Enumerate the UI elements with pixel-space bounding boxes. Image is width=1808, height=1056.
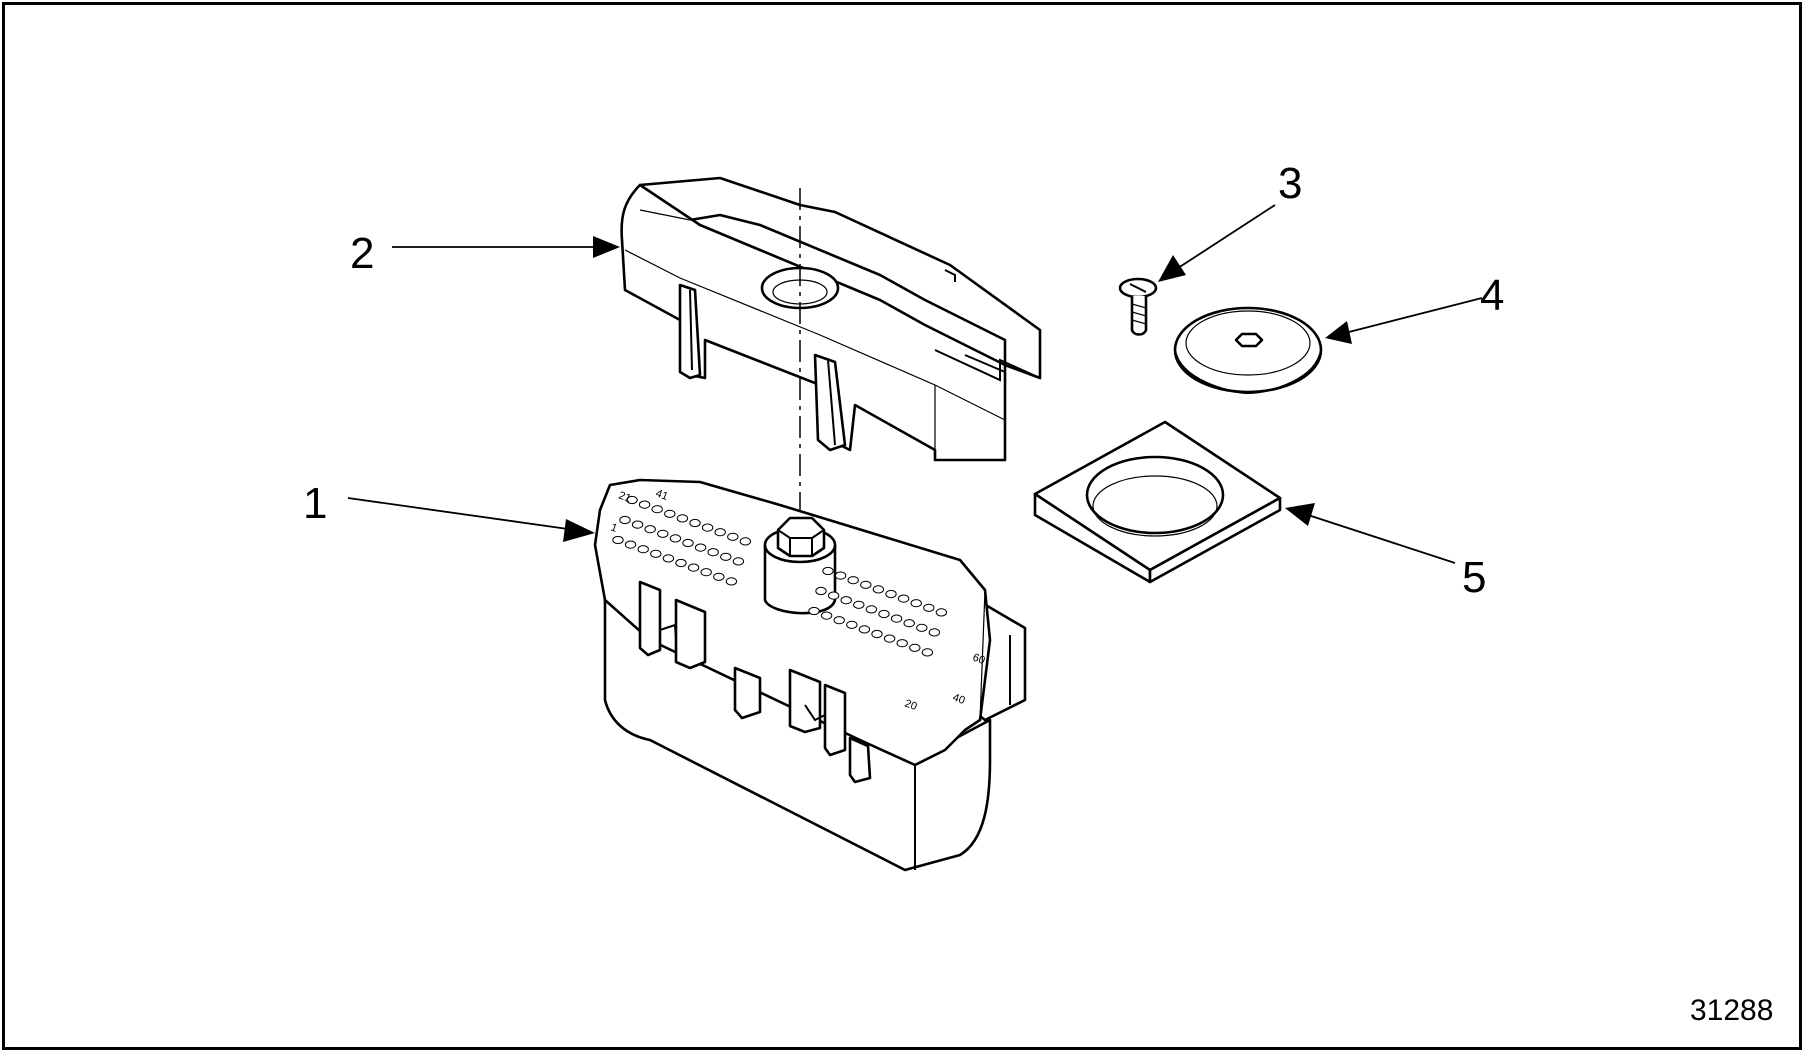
connector-part-1 bbox=[593, 478, 1027, 872]
pin-hole bbox=[878, 609, 890, 619]
pin-hole bbox=[890, 614, 903, 623]
callout-4: 4 bbox=[1480, 271, 1504, 320]
leader-3 bbox=[1158, 204, 1276, 282]
pin-hole bbox=[713, 572, 725, 581]
connector-top-block bbox=[593, 478, 992, 767]
pin-hole bbox=[834, 571, 847, 580]
cover-clip-left bbox=[678, 283, 702, 380]
seal-pad-part-5 bbox=[1033, 420, 1282, 584]
pin-hole bbox=[626, 495, 638, 505]
pin-label-40: 40 bbox=[951, 692, 967, 707]
pin-hole bbox=[822, 566, 834, 576]
pin-hole bbox=[701, 523, 714, 532]
pin-hole bbox=[860, 580, 872, 589]
pin-hole bbox=[921, 648, 934, 657]
pin-hole bbox=[896, 639, 908, 648]
leader-5 bbox=[1285, 503, 1456, 564]
pin-hole bbox=[638, 500, 651, 509]
pin-hole bbox=[707, 548, 719, 557]
callout-5: 5 bbox=[1462, 553, 1486, 602]
pin-hole bbox=[694, 543, 707, 552]
pin-hole bbox=[897, 594, 910, 603]
pin-hole bbox=[846, 620, 858, 629]
connector-post bbox=[763, 543, 837, 615]
connector-pin-grid bbox=[612, 495, 948, 657]
pin-hole bbox=[612, 535, 624, 545]
pin-hole bbox=[725, 577, 738, 586]
pin-hole bbox=[903, 619, 915, 628]
pin-hole bbox=[619, 515, 631, 525]
leader-4 bbox=[1325, 297, 1483, 344]
pin-hole bbox=[644, 525, 656, 534]
cover-part-2 bbox=[620, 176, 1042, 462]
pin-hole bbox=[720, 552, 732, 561]
pin-hole bbox=[732, 557, 745, 566]
callout-1: 1 bbox=[303, 479, 327, 528]
pin-hole bbox=[883, 634, 896, 643]
pin-hole bbox=[662, 554, 675, 563]
leader-2 bbox=[392, 236, 620, 258]
pin-hole bbox=[847, 576, 859, 585]
pin-label-21: 21 bbox=[617, 490, 633, 505]
callout-3: 3 bbox=[1278, 159, 1302, 208]
pin-hole bbox=[739, 537, 752, 546]
pin-hole bbox=[815, 586, 827, 596]
pin-hole bbox=[682, 538, 694, 548]
pad-hole bbox=[1085, 455, 1225, 535]
pin-hole bbox=[853, 600, 865, 609]
pin-hole bbox=[637, 545, 649, 554]
pin-hole bbox=[675, 558, 687, 568]
washer-center-hole bbox=[1234, 332, 1264, 348]
callout-2: 2 bbox=[350, 229, 374, 278]
pin-hole bbox=[664, 509, 676, 518]
pin-hole bbox=[689, 518, 701, 528]
pin-hole bbox=[676, 514, 689, 523]
pin-label-20: 20 bbox=[903, 698, 919, 713]
connector-lower-body bbox=[603, 598, 992, 872]
pin-hole bbox=[820, 611, 833, 620]
pin-hole bbox=[923, 603, 935, 612]
pin-hole bbox=[624, 540, 637, 549]
pin-hole bbox=[651, 505, 663, 514]
pin-hole bbox=[865, 605, 878, 614]
pin-hole bbox=[840, 596, 852, 605]
pin-hole bbox=[687, 563, 700, 572]
figure-number: 31288 bbox=[1690, 994, 1773, 1027]
pin-label-60: 60 bbox=[971, 652, 987, 667]
pin-hole bbox=[727, 532, 739, 541]
pin-hole bbox=[669, 534, 682, 543]
pin-hole bbox=[928, 628, 941, 637]
pin-hole bbox=[858, 625, 871, 634]
washer-part-4 bbox=[1173, 306, 1323, 395]
pin-hole bbox=[631, 520, 644, 529]
pin-hole bbox=[808, 606, 820, 616]
pin-hole bbox=[657, 529, 669, 538]
screw-part-3 bbox=[1118, 277, 1158, 336]
screw-shank bbox=[1130, 296, 1148, 336]
pin-hole bbox=[650, 549, 662, 558]
pin-hole bbox=[827, 591, 840, 600]
pin-hole bbox=[916, 623, 928, 632]
pin-hole bbox=[909, 643, 921, 652]
pin-hole bbox=[910, 599, 922, 608]
pad-right-edge bbox=[1148, 496, 1282, 584]
pin-hole bbox=[833, 616, 845, 625]
pin-hole bbox=[714, 528, 726, 537]
leader-1 bbox=[347, 497, 595, 542]
pin-hole bbox=[935, 608, 948, 617]
pin-label-41: 41 bbox=[654, 488, 670, 503]
pin-hole bbox=[885, 589, 897, 599]
cover-clip-right bbox=[813, 353, 847, 452]
pin-hole bbox=[700, 568, 712, 577]
pin-label-1: 1 bbox=[609, 522, 619, 535]
pin-hole bbox=[872, 585, 885, 594]
pin-hole bbox=[871, 629, 883, 639]
